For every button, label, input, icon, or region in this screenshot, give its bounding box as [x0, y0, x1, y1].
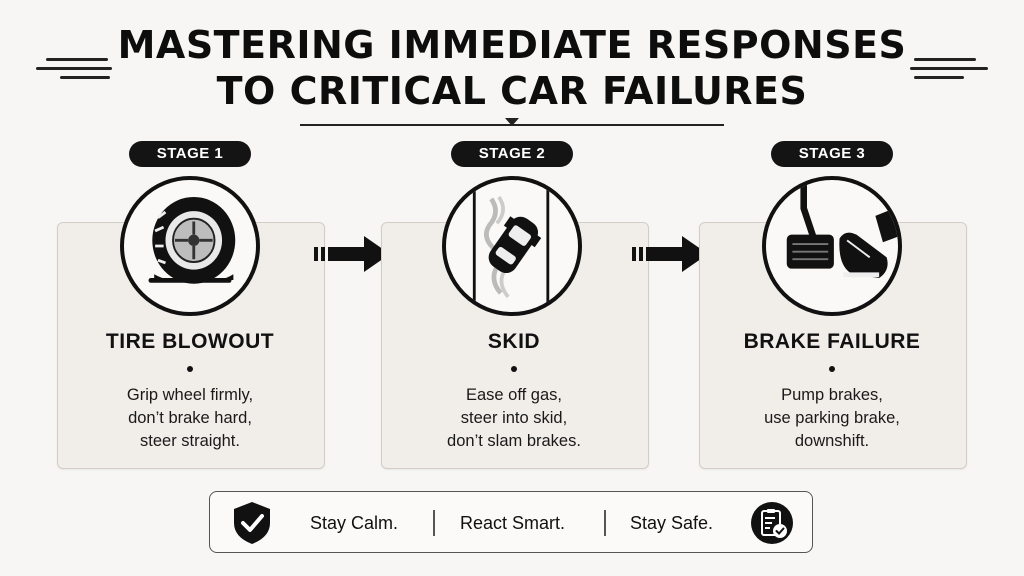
speed-line-left	[46, 58, 108, 61]
stage-title-1: TIRE BLOWOUT	[105, 330, 275, 353]
stage-description-2: Ease off gas, steer into skid, don’t sla…	[381, 384, 647, 453]
footer-item-stay-safe: Stay Safe.	[630, 513, 714, 533]
skidding-car-icon	[442, 176, 582, 316]
stage-description-1: Grip wheel firmly, don’t brake hard, ste…	[57, 384, 323, 453]
footer-item-react-smart: React Smart.	[460, 513, 566, 533]
shield-check-icon	[234, 502, 270, 544]
flat-tire-icon	[120, 176, 260, 316]
speed-line-right	[914, 58, 976, 61]
speed-line-left	[60, 76, 110, 79]
stage-line: Grip wheel firmly,	[126, 386, 254, 404]
stage-title-2: SKID	[487, 330, 541, 353]
stage-divider-dot	[829, 366, 835, 372]
title-line-1: MASTERING IMMEDIATE RESPONSES	[117, 23, 907, 67]
stage-line: don’t slam brakes.	[447, 432, 581, 450]
stage-badge-1: STAGE 1	[129, 141, 251, 167]
stage-line: Ease off gas,	[465, 386, 562, 404]
title-line-2: TO CRITICAL CAR FAILURES	[216, 69, 808, 113]
title-divider-notch	[505, 118, 519, 126]
stage-divider-dot	[187, 366, 193, 372]
safety-footer: Stay Calm. React Smart. Stay Safe.	[209, 491, 813, 553]
stage-line: downshift.	[794, 432, 870, 450]
stage-line: steer into skid,	[460, 409, 568, 427]
stage-title-3: BRAKE FAILURE	[743, 330, 921, 353]
stage-line: don’t brake hard,	[128, 409, 252, 427]
stage-badge-2: STAGE 2	[451, 141, 573, 167]
stage-badge-3: STAGE 3	[771, 141, 893, 167]
stage-description-3: Pump brakes, use parking brake, downshif…	[699, 384, 965, 453]
checklist-icon	[751, 502, 793, 544]
stage-line: steer straight.	[140, 432, 240, 450]
stage-line: use parking brake,	[764, 409, 900, 427]
footer-separator	[433, 510, 435, 536]
stage-line: Pump brakes,	[781, 386, 883, 404]
arrow-right-icon	[632, 236, 708, 272]
footer-item-stay-calm: Stay Calm.	[310, 513, 399, 533]
brake-pedal-icon	[762, 176, 902, 316]
speed-line-right	[914, 76, 964, 79]
speed-line-right	[910, 67, 988, 70]
stage-divider-dot	[511, 366, 517, 372]
speed-line-left	[36, 67, 112, 70]
page-title: MASTERING IMMEDIATE RESPONSES TO CRITICA…	[0, 22, 1024, 114]
arrow-right-icon	[314, 236, 390, 272]
footer-separator	[604, 510, 606, 536]
